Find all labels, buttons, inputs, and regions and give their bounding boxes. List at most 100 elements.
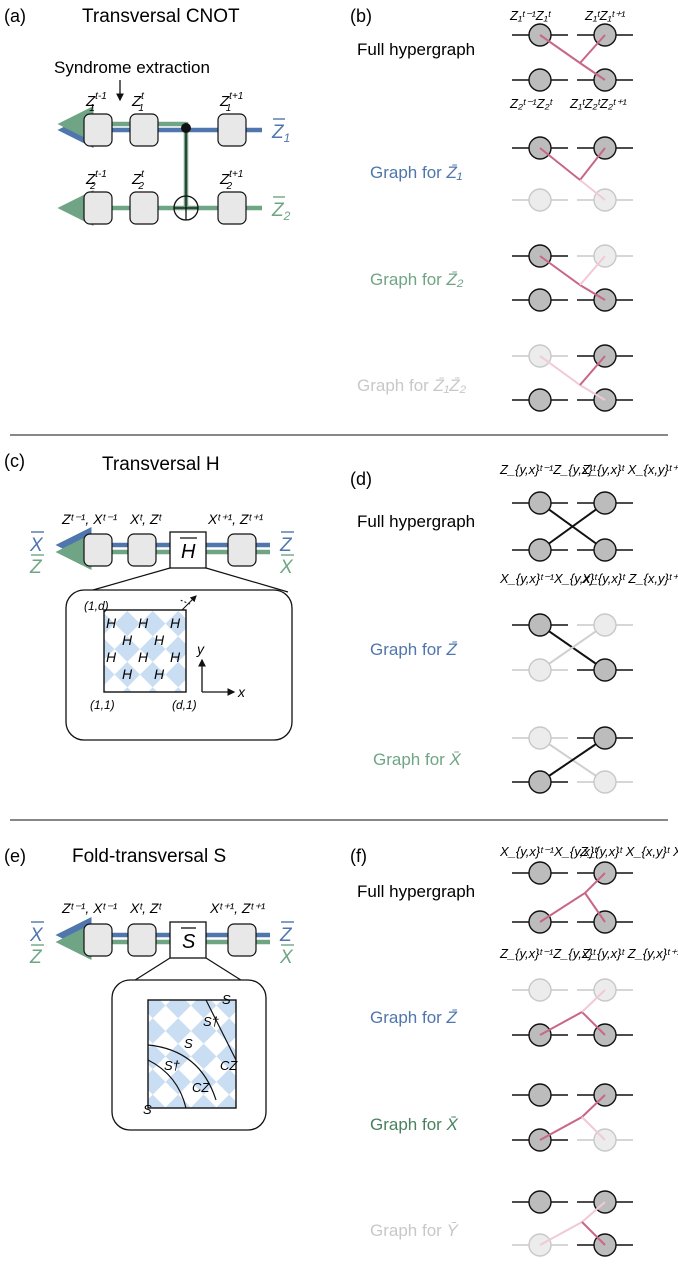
detector-node [528,658,552,682]
s-gate-label: S [182,931,196,953]
hypergraph [512,344,633,412]
hypergraph [512,244,633,312]
detector-node [528,491,552,515]
swap-arrow [181,595,197,611]
hyperedge [579,179,606,201]
svg-text:Graph for Z̄₁: Graph for Z̄₁ [370,163,462,182]
inset-label: S [184,1036,193,1051]
measurement-box [227,923,257,957]
panel-tag: (e) [4,846,26,866]
h-cell: H [122,666,133,682]
inset-label: S† [203,1014,220,1029]
detector-node [593,613,617,637]
left-op: X [29,925,44,946]
hypergraph [512,1190,633,1257]
detector-node [528,861,552,885]
panel-a: (a) Transversal CNOT Syndrome extraction… [4,6,291,226]
graph-label: Graph for X̄ [370,1115,459,1134]
graph-label: Graph for Z̄ [370,1008,458,1027]
panel-c: (c) Transversal H Zᵗ⁻¹, Xᵗ⁻¹ Xᵗ, Zᵗ Xᵗ⁺¹… [4,451,294,741]
hypergraph [512,1083,633,1152]
svg-text:Graph for Z̄: Graph for Z̄ [370,640,458,659]
hyperedge [579,34,606,64]
hyperedge [539,737,606,783]
corner-label: (1,d) [84,599,109,613]
panel-title: Transversal CNOT [82,6,240,27]
swap-arrow [179,599,191,605]
measurement-box [83,533,113,567]
h-cell: H [154,632,165,648]
svg-text:Graph for X̄: Graph for X̄ [370,1115,459,1134]
detector-node [528,726,552,750]
svg-text:Graph for Z̄₁Z̄₂: Graph for Z̄₁Z̄₂ [357,376,467,395]
top-left-label: Z_{y,x}ᵗ⁻¹Z_{y,x}ᵗ [499,462,597,477]
zoom-line [205,567,289,593]
bottom-left-label: Z₂ᵗ⁻¹Z₂ᵗ [509,96,554,111]
gate-label: Zᵗ⁻¹, Xᵗ⁻¹ [61,900,118,916]
bottom-right-label: Z_{y,x}ᵗ Z_{y,x}ᵗ⁺¹ [581,946,678,961]
hypergraph [512,978,633,1047]
svg-text:Graph for Ȳ: Graph for Ȳ [370,1221,460,1240]
detector-node [593,770,617,794]
panel-tag: (b) [350,6,372,26]
h-cell: H [170,649,181,665]
h-gate-label: H [181,541,196,563]
panel-b: (b) Z₁ᵗ⁻¹Z₁ᵗ Z₁ᵗZ₁ᵗ⁺¹ Full hypergraph Z₂… [350,6,627,395]
h-cell: H [106,649,117,665]
gate-label: Xᵗ⁺¹, Zᵗ⁺¹ [207,511,264,527]
panel-d: (d) Z_{y,x}ᵗ⁻¹Z_{y,x}ᵗ Z_{y,x}ᵗ X_{x,y}ᵗ… [350,462,678,769]
panel-title: Fold-transversal S [72,846,226,867]
graph-label: Graph for X̄ [373,750,462,769]
zoom-line [85,567,171,593]
panel-tag: (c) [4,451,25,471]
hypergraph [512,491,633,562]
gate-label: Xᵗ, Zᵗ [129,511,162,527]
top-right-label: Z_{y,x}ᵗ X_{x,y}ᵗ X_{x,y}ᵗ⁺¹ [579,844,678,859]
gate-label: Xᵗ⁺¹, Zᵗ⁺¹ [209,900,266,916]
gate-label: Xᵗ, Zᵗ [129,900,162,916]
detector-node [528,188,552,212]
detector-node [593,538,617,562]
h-cell: H [106,615,117,631]
graph-label: Graph for Ȳ [370,1221,460,1240]
full-hypergraph-label: Full hypergraph [357,512,475,531]
panel-e: (e) Fold-transversal S Zᵗ⁻¹, Xᵗ⁻¹ Xᵗ, Zᵗ… [4,846,294,1131]
hyperedge [584,892,606,923]
bottom-left-label: Z_{y,x}ᵗ⁻¹Z_{y,x}ᵗ [499,946,597,961]
top-left-label: X_{y,x}ᵗ⁻¹X_{y,x}ᵗ [499,844,598,859]
hyperedge [539,355,606,401]
detector-node [528,68,552,92]
panel-tag: (d) [350,469,372,489]
axis-x-label: x [237,684,246,700]
panel-title: Transversal H [102,454,220,475]
detector-node [528,770,552,794]
measurement-box [83,923,113,957]
measurement-box [217,191,247,225]
axis-y-label: y [196,641,205,657]
detector-node [593,491,617,515]
hypergraph [512,726,633,794]
measurement-box [129,191,159,225]
fold-arc [147,1059,187,1109]
hyperedge [539,502,606,551]
output-z1: Z1 [271,122,290,145]
measurement-box [217,113,247,147]
gate-label: Zᵗ⁻¹, Xᵗ⁻¹ [61,511,118,527]
inset-label: S [143,1102,152,1117]
h-cell: H [170,615,181,631]
svg-text:Graph for Z̄₂: Graph for Z̄₂ [370,270,464,289]
zoom-line [131,957,171,983]
right-op: Z [279,535,293,556]
svg-text:Graph for Z̄: Graph for Z̄ [370,1008,458,1027]
detector-node [593,726,617,750]
left-op: Z [29,947,43,968]
bottom-right-label: Z₁ᵗZ₂ᵗZ₂ᵗ⁺¹ [569,96,627,111]
hypergraph [512,136,633,212]
detector-node [528,1083,552,1107]
hypergraph [512,23,633,92]
